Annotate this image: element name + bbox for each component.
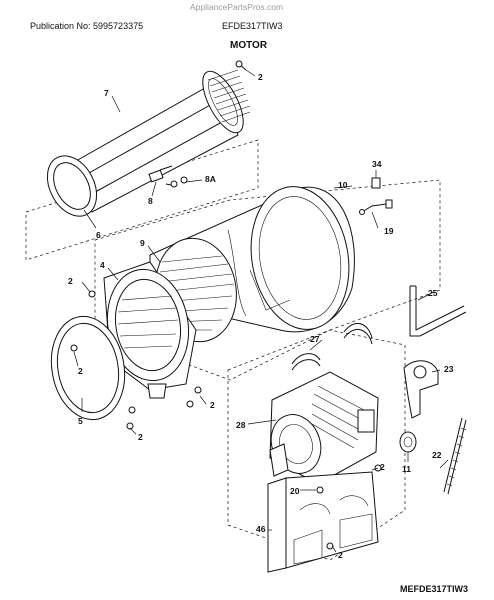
screw-part [235, 60, 247, 71]
model-number: EFDE317TIW3 [222, 21, 283, 31]
motor-part [269, 371, 379, 485]
callout-46: 46 [256, 524, 266, 534]
blower-front-panel-part [103, 261, 197, 399]
watermark: AppliancePartsPros.com [190, 2, 284, 12]
mounting-strap-part [291, 323, 373, 371]
callout-2: 2 [380, 462, 385, 472]
callout-2: 2 [338, 550, 343, 560]
callout-2: 2 [258, 72, 263, 82]
drum-cylinder-part [59, 69, 251, 213]
callout-6: 6 [96, 230, 101, 240]
sensor-part [359, 177, 393, 215]
callout-27: 27 [310, 334, 320, 344]
callout-4: 4 [100, 260, 105, 270]
callout-2: 2 [210, 400, 215, 410]
section-title: MOTOR [230, 40, 268, 51]
callout-22: 22 [432, 450, 442, 460]
callout-2: 2 [138, 432, 143, 442]
callout-19: 19 [384, 226, 394, 236]
callout-11: 11 [402, 464, 411, 474]
publication-number: Publication No: 5995723375 [30, 21, 144, 31]
callout-28: 28 [236, 420, 246, 430]
callout-10: 10 [338, 180, 348, 190]
callout-7: 7 [104, 88, 109, 98]
callout-20: 20 [290, 486, 300, 496]
callout-labels: 2 7 8A 8 6 34 10 19 9 4 2 25 27 2 23 5 2… [68, 72, 454, 560]
diagram-code: MEFDE317TIW3 [400, 584, 469, 594]
idler-pulley-part [399, 431, 417, 453]
callout-23: 23 [444, 364, 454, 374]
leader-lines [73, 69, 449, 553]
blower-seal-ring-part [50, 315, 126, 421]
thermistor-part [148, 165, 188, 188]
dashed-boundary-motor [227, 329, 406, 561]
callout-8: 8 [148, 196, 153, 206]
callout-2: 2 [78, 366, 83, 376]
callout-2: 2 [68, 276, 73, 286]
motor-mount-part [267, 464, 382, 573]
callout-5: 5 [78, 416, 83, 426]
spring-part [443, 417, 467, 495]
screws-blower [70, 290, 202, 430]
callout-34: 34 [372, 159, 382, 169]
idler-bracket-part [403, 360, 439, 419]
rod-part [409, 285, 467, 337]
dashed-boundary-drum [25, 139, 259, 261]
callout-25: 25 [428, 288, 438, 298]
callout-8a: 8A [205, 174, 216, 184]
callout-9: 9 [140, 238, 145, 248]
